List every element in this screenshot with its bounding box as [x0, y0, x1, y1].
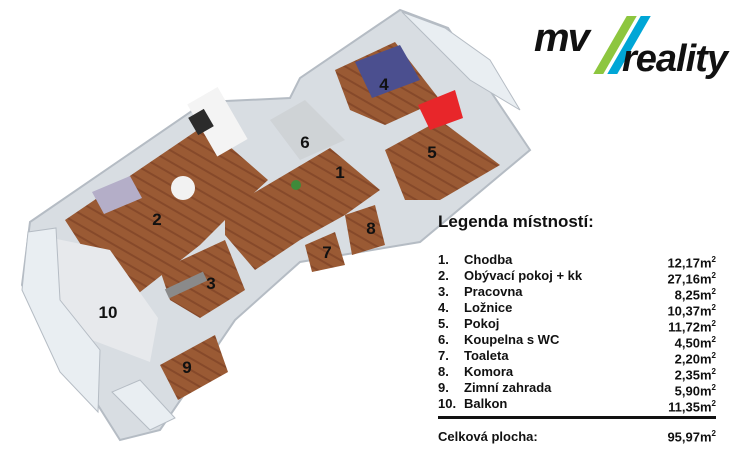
legend-room-area: 10,37m2 — [667, 303, 716, 319]
room-label-4: 4 — [379, 75, 389, 94]
room-label-10: 10 — [98, 303, 118, 322]
legend-index: 8. — [438, 364, 449, 379]
legend-room-name: Chodba — [464, 252, 513, 267]
legend-room-area: 5,90m2 — [674, 383, 716, 399]
kitchen-counter — [187, 87, 248, 157]
legend-room-area: 11,72m2 — [668, 319, 716, 335]
balcony-glass-right — [401, 11, 521, 111]
room-label-8: 8 — [366, 219, 376, 238]
legend-index: 6. — [438, 332, 449, 347]
room-label-9: 9 — [182, 358, 192, 377]
legend-index: 1. — [438, 252, 449, 267]
legend-index: 3. — [438, 284, 449, 299]
legend-row: 2. Obývací pokoj + kk 27,16m2 — [438, 268, 716, 287]
plant — [291, 180, 301, 190]
legend-room-area: 2,35m2 — [674, 367, 716, 383]
legend-room-name: Pokoj — [464, 316, 500, 331]
room-label-6: 6 — [300, 133, 310, 152]
legend-row: 9. Zimní zahrada 5,90m2 — [438, 380, 716, 399]
legend-title: Legenda místností: — [438, 212, 594, 231]
room-1-floor — [225, 148, 380, 270]
room-label-3: 3 — [206, 274, 216, 293]
legend-row: 1. Chodba 12,17m2 — [438, 252, 716, 271]
legend-row: 8. Komora 2,35m2 — [438, 364, 716, 383]
room-6-floor — [270, 100, 345, 160]
legend-room-area: 12,17m2 — [667, 255, 716, 271]
legend-room-name: Obývací pokoj + kk — [464, 268, 583, 283]
room-2-floor — [65, 125, 268, 300]
legend-row: 3. Pracovna 8,25m2 — [438, 284, 716, 303]
dining-table — [171, 176, 195, 200]
legend-index: 2. — [438, 268, 449, 283]
legend-row: 10. Balkon 11,35m2 — [438, 396, 716, 415]
winter-garden-glass — [111, 379, 176, 431]
legend-room-area: 8,25m2 — [674, 287, 716, 303]
legend-room-name: Komora — [464, 364, 514, 379]
legend-index: 10. — [438, 396, 457, 411]
bed-room-4 — [355, 45, 420, 98]
legend-room-name: Zimní zahrada — [464, 380, 552, 395]
legend-room-area: 11,35m2 — [668, 399, 716, 415]
legend-room-name: Koupelna s WC — [464, 332, 560, 347]
legend-room-area: 27,16m2 — [667, 271, 716, 287]
legend-total-label: Celková plocha: — [438, 429, 538, 444]
desk-room-3 — [164, 271, 208, 299]
legend-room-name: Ložnice — [464, 300, 513, 315]
room-9-floor — [160, 335, 228, 400]
logo-text-reality: reality — [622, 38, 728, 80]
legend-divider — [438, 416, 716, 419]
legend-room-name: Toaleta — [464, 348, 509, 363]
room-label-7: 7 — [322, 243, 332, 262]
bed-room-5 — [418, 90, 463, 130]
legend-total-area: 95,97m2 — [667, 429, 716, 445]
room-legend: Legenda místností: 1. Chodba 12,17m2 2. … — [438, 212, 716, 444]
balcony-glass-left — [21, 227, 101, 414]
room-label-1: 1 — [335, 163, 345, 182]
room-8-floor — [345, 205, 385, 255]
legend-room-area: 2,20m2 — [674, 351, 716, 367]
logo-text-mv: mv — [534, 16, 590, 60]
room-5-floor — [385, 120, 500, 200]
legend-index: 7. — [438, 348, 449, 363]
legend-index: 4. — [438, 300, 449, 315]
legend-room-name: Pracovna — [464, 284, 523, 299]
room-label-2: 2 — [152, 210, 162, 229]
legend-total-row: Celková plocha: 95,97m2 — [438, 429, 716, 444]
room-10-floor — [50, 238, 158, 362]
sofa — [92, 176, 142, 214]
mv-reality-logo: mv reality — [526, 12, 728, 82]
legend-row: 6. Koupelna s WC 4,50m2 — [438, 332, 716, 351]
legend-index: 5. — [438, 316, 449, 331]
stove — [188, 108, 214, 136]
legend-room-name: Balkon — [464, 396, 508, 411]
legend-row: 4. Ložnice 10,37m2 — [438, 300, 716, 319]
legend-row: 5. Pokoj 11,72m2 — [438, 316, 716, 335]
legend-room-area: 4,50m2 — [674, 335, 716, 351]
legend-index: 9. — [438, 380, 449, 395]
legend-row: 7. Toaleta 2,20m2 — [438, 348, 716, 367]
room-7-floor — [305, 232, 345, 272]
room-label-5: 5 — [427, 143, 437, 162]
